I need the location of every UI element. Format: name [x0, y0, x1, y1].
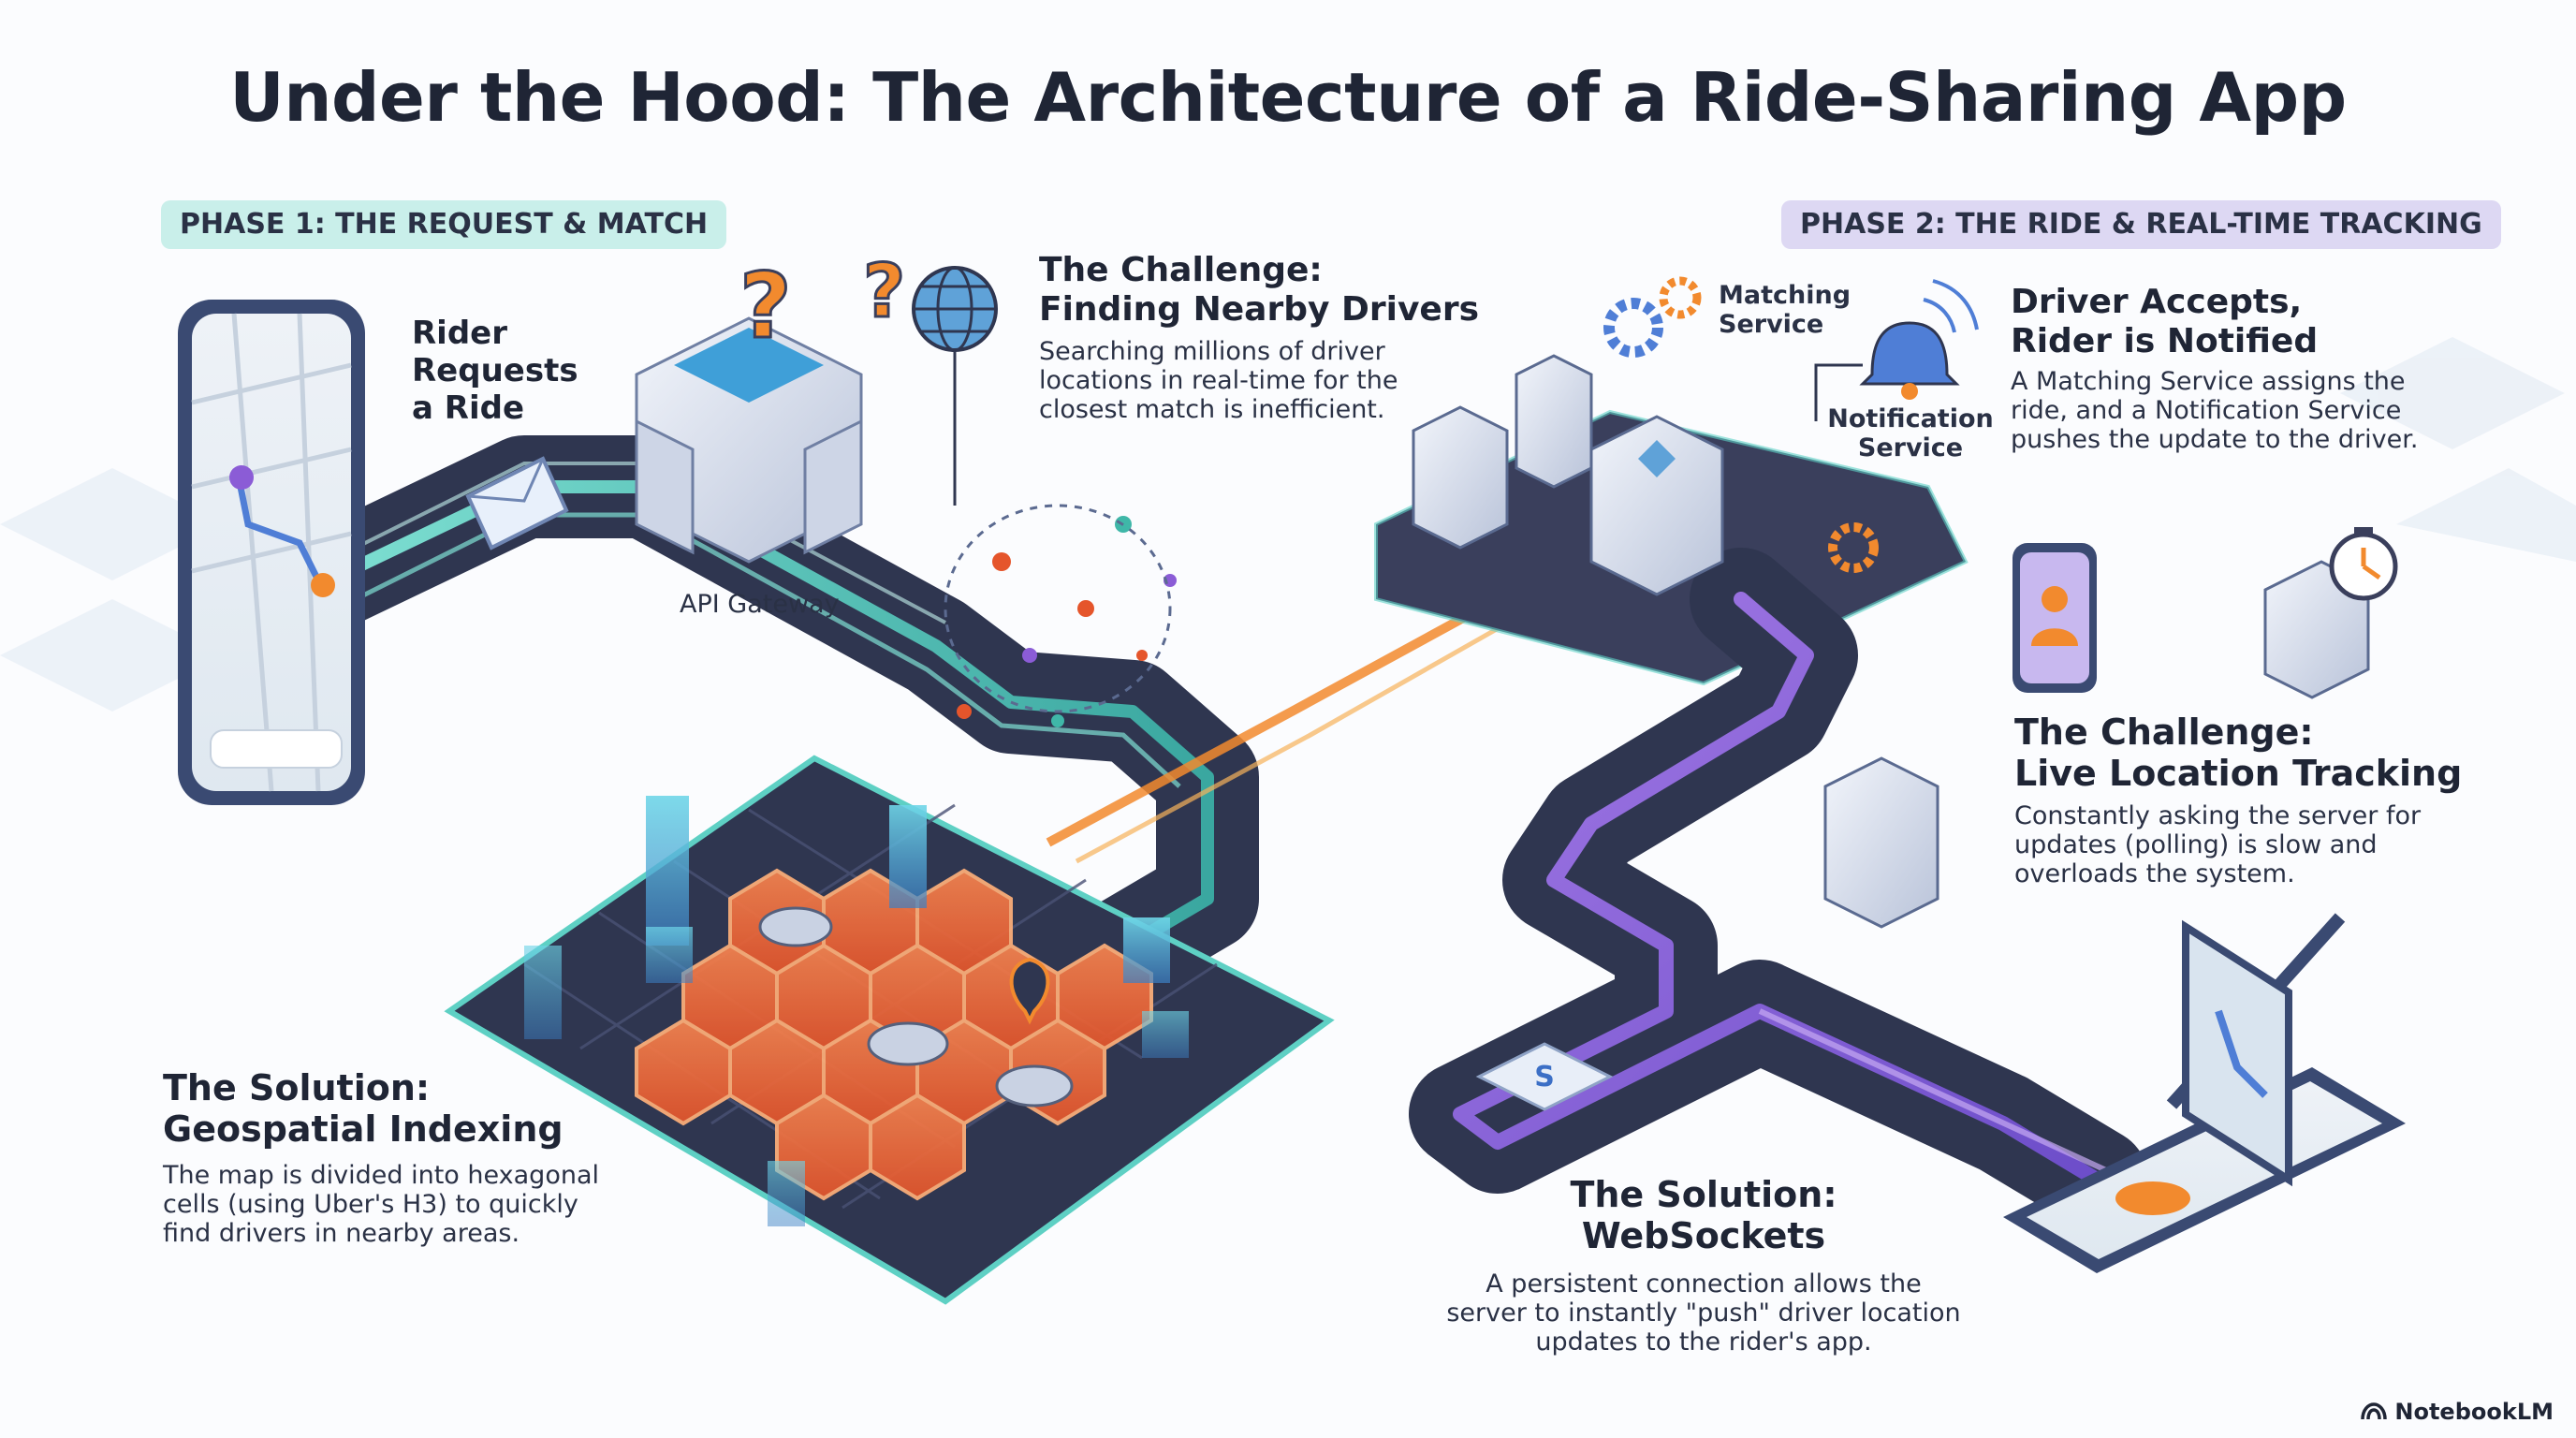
websocket-icon: S	[1475, 1042, 1614, 1111]
notebooklm-logo-icon	[2361, 1402, 2388, 1420]
driver-accepts: Driver Accepts, Rider is Notified A Matc…	[2011, 283, 2419, 454]
matching-service-label: Matching Service	[1719, 281, 1852, 339]
gear-icon	[1603, 276, 1879, 573]
car-icon	[758, 906, 1074, 1108]
challenge-live-tracking: The Challenge: Live Location Tracking Co…	[2014, 712, 2463, 888]
branding-label: NotebookLM	[2394, 1399, 2554, 1425]
envelope-icon	[465, 456, 569, 550]
notification-service-label: Notification Service	[1827, 404, 1994, 462]
question-mark-icon: ?	[739, 254, 792, 359]
question-mark-icon: ?	[863, 250, 905, 334]
page-title: Under the Hood: The Architecture of a Ri…	[229, 58, 2347, 137]
stopwatch-icon	[2329, 527, 2398, 601]
purple-road	[1409, 548, 2148, 1231]
background-grid	[0, 337, 2576, 712]
svg-text:S: S	[1534, 1061, 1555, 1093]
tracking-server	[2263, 560, 2370, 699]
api-gateway-building	[635, 316, 863, 564]
phase-2-badge: PHASE 2: THE RIDE & REAL-TIME TRACKING	[1781, 200, 2501, 249]
rider-phone	[178, 300, 365, 805]
api-gateway-label: API Gateway	[680, 590, 840, 619]
tracking-phone	[2003, 913, 2406, 1273]
driver-phone	[2012, 543, 2097, 693]
globe-icon	[912, 266, 998, 352]
search-dots	[944, 504, 1177, 727]
challenge-finding-drivers: The Challenge: Finding Nearby Drivers Se…	[1039, 251, 1480, 424]
solution-websockets: The Solution: WebSockets A persistent co…	[1446, 1174, 1961, 1357]
rider-request-label: Rider Requests a Ride	[412, 315, 578, 427]
server-stack	[1412, 354, 1939, 929]
bell-icon	[1859, 279, 1979, 400]
phase-1-badge: PHASE 1: THE REQUEST & MATCH	[161, 200, 727, 249]
city-buildings	[524, 796, 1189, 1226]
notebooklm-branding: NotebookLM	[2361, 1399, 2554, 1425]
user-icon	[2031, 586, 2078, 646]
solution-geospatial-indexing: The Solution: Geospatial Indexing The ma…	[163, 1067, 600, 1248]
location-pin-icon	[1009, 957, 1050, 1025]
hex-map	[444, 755, 1335, 1305]
